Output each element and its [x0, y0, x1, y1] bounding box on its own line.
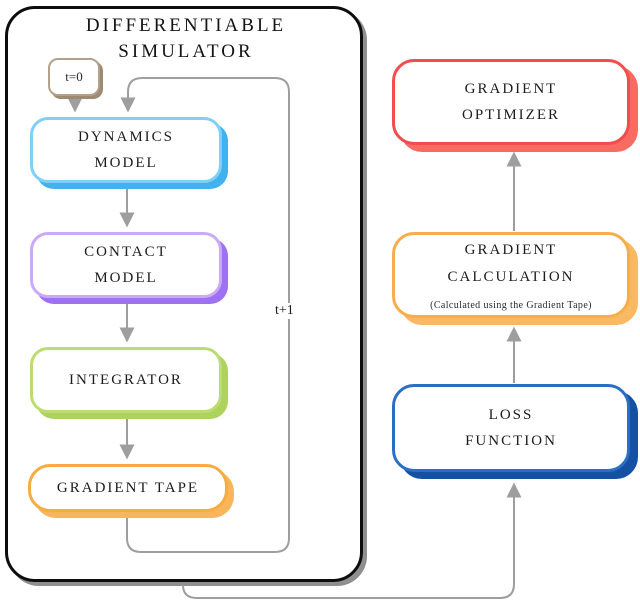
gradient-tape-label: GRADIENT TAPE [56, 479, 200, 496]
node-dynamics-model: DYNAMICS MODEL [30, 117, 222, 183]
gradient-optimizer-label: GRADIENT OPTIMIZER [462, 80, 560, 123]
gradient-calculation-sublabel: (Calculated using the Gradient Tape) [430, 299, 592, 311]
t0-label: t=0 [65, 69, 83, 84]
integrator-label: INTEGRATOR [69, 371, 183, 388]
t-plus-1-label: t+1 [272, 303, 297, 319]
loss-function-label: LOSS FUNCTION [465, 406, 557, 449]
arrow-simulator-to-loss [182, 482, 522, 599]
node-contact-model: CONTACT MODEL [30, 232, 222, 298]
node-gradient-optimizer: GRADIENT OPTIMIZER [392, 59, 630, 145]
node-gradient-tape: GRADIENT TAPE [28, 464, 228, 512]
node-gradient-calculation: GRADIENT CALCULATION (Calculated using t… [392, 232, 630, 318]
node-integrator: INTEGRATOR [30, 347, 222, 413]
differentiable-simulator-container [5, 6, 363, 582]
node-t0: t=0 [48, 58, 100, 96]
contact-model-label: CONTACT MODEL [84, 243, 168, 286]
node-loss-function: LOSS FUNCTION [392, 384, 630, 472]
gradient-calculation-label: GRADIENT CALCULATION [447, 242, 575, 285]
dynamics-model-label: DYNAMICS MODEL [77, 128, 174, 171]
diagram-title: DIFFERENTIABLE SIMULATOR [85, 15, 287, 62]
